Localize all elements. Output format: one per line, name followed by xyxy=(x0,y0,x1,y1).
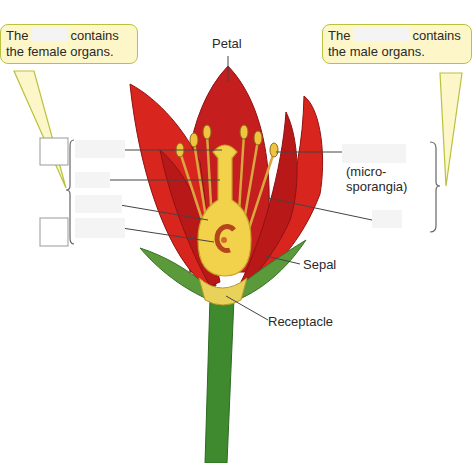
anther xyxy=(203,125,211,139)
leader-line xyxy=(226,296,268,320)
answer-blank xyxy=(75,218,125,238)
callout-pointer xyxy=(440,73,462,186)
anther xyxy=(270,143,278,157)
answer-blank xyxy=(353,28,409,42)
part-label: Petal xyxy=(212,36,272,51)
anther xyxy=(254,131,262,145)
callout-box: Thecontains the female organs. xyxy=(0,24,138,64)
callout-text: The xyxy=(328,28,350,43)
part-label: Sepal xyxy=(303,257,363,272)
leader-line xyxy=(228,56,229,82)
ovule-core xyxy=(221,237,227,243)
answer-blank xyxy=(31,28,67,42)
bracket xyxy=(430,142,440,232)
answer-blank xyxy=(342,144,406,163)
ovule xyxy=(217,227,234,251)
answer-blank xyxy=(75,140,125,158)
callout-text: The xyxy=(6,28,28,43)
receptacle xyxy=(199,278,247,305)
leader-lines xyxy=(108,56,372,320)
anther xyxy=(190,133,198,147)
pistil xyxy=(198,145,251,276)
part-label: Receptacle xyxy=(268,314,358,329)
stem xyxy=(205,298,234,463)
callout-pointer xyxy=(14,71,66,188)
answer-blank xyxy=(372,210,402,228)
leader-line xyxy=(266,256,300,264)
callout-box: Thecontains the male organs. xyxy=(322,24,472,64)
leader-line xyxy=(120,205,208,220)
anther xyxy=(240,125,248,139)
leader-line xyxy=(122,228,214,242)
leader-line xyxy=(276,152,342,153)
leader-line xyxy=(268,198,372,220)
answer-blank xyxy=(75,195,122,213)
answer-blank xyxy=(75,172,110,188)
answer-square xyxy=(40,218,68,246)
part-label: (micro- sporangia) xyxy=(346,164,412,194)
answer-square xyxy=(40,138,68,165)
leader-line xyxy=(120,150,222,151)
leader-line xyxy=(108,180,220,181)
